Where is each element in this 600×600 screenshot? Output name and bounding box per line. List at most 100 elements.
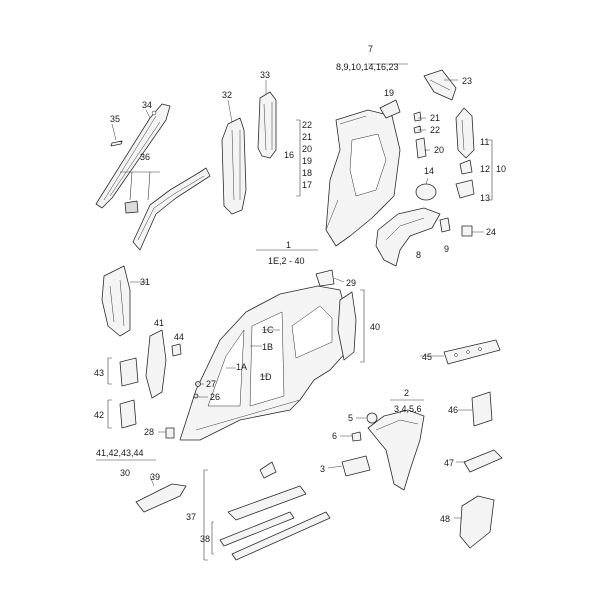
part-37-sill-assembly bbox=[227, 461, 307, 521]
label-20-right: 20 bbox=[434, 145, 444, 155]
label-22-right: 22 bbox=[430, 125, 440, 135]
label-34: 34 bbox=[142, 100, 152, 110]
label-26: 26 bbox=[210, 392, 220, 402]
part-45-rail bbox=[443, 339, 501, 365]
label-30: 30 bbox=[120, 468, 130, 478]
part-20-bracket bbox=[415, 137, 427, 159]
label-46: 46 bbox=[448, 405, 458, 415]
label-9: 9 bbox=[444, 244, 449, 254]
label-38: 38 bbox=[200, 534, 210, 544]
part-36-reinforcement bbox=[124, 167, 211, 251]
label-19-left: 19 bbox=[302, 156, 312, 166]
label-10: 10 bbox=[496, 164, 506, 174]
part-43-bracket bbox=[119, 357, 139, 387]
part-24-clip bbox=[461, 225, 473, 237]
part-26-nut bbox=[193, 393, 199, 399]
part-14-fuel-flap bbox=[415, 183, 437, 201]
label-1A: 1A bbox=[236, 362, 247, 372]
label-12: 12 bbox=[480, 164, 490, 174]
part-44-clip bbox=[171, 343, 182, 357]
label-44: 44 bbox=[174, 332, 184, 342]
label-1: 1 bbox=[286, 240, 291, 250]
part-8-wheel-housing-inner bbox=[375, 207, 441, 267]
label-6: 6 bbox=[332, 431, 337, 441]
label-19-top: 19 bbox=[384, 88, 394, 98]
label-47: 47 bbox=[444, 458, 454, 468]
label-8: 8 bbox=[416, 250, 421, 260]
label-2: 2 bbox=[404, 388, 409, 398]
part-3-bracket bbox=[341, 455, 371, 477]
label-28: 28 bbox=[144, 427, 154, 437]
part-48-bracket bbox=[459, 495, 495, 549]
part-41-pillar-lower bbox=[145, 329, 167, 399]
label-39: 39 bbox=[150, 472, 160, 482]
part-2-wheel-arch bbox=[367, 409, 425, 491]
part-47-rail bbox=[463, 449, 503, 473]
label-13: 13 bbox=[480, 193, 490, 203]
part-1-side-panel bbox=[179, 285, 349, 441]
label-30-sub: 41,42,43,44 bbox=[96, 448, 144, 458]
part-16-rear-inner-panel bbox=[325, 109, 401, 247]
part-29-bracket bbox=[315, 269, 335, 287]
label-7-sub: 8,9,10,14,16,23 bbox=[336, 62, 399, 72]
part-40-c-pillar-reinforcement bbox=[337, 291, 357, 361]
label-48: 48 bbox=[440, 514, 450, 524]
label-18: 18 bbox=[302, 168, 312, 178]
label-24: 24 bbox=[486, 227, 496, 237]
part-32-a-pillar bbox=[221, 117, 247, 215]
part-46-bracket bbox=[471, 391, 493, 427]
label-20-left: 20 bbox=[302, 144, 312, 154]
part-22-clip-b bbox=[413, 125, 422, 134]
label-45: 45 bbox=[422, 352, 432, 362]
part-9-bracket bbox=[439, 217, 451, 233]
part-labels: 7 8,9,10,14,16,23 23 35 34 32 33 36 19 2… bbox=[94, 44, 506, 544]
label-33: 33 bbox=[260, 70, 270, 80]
label-29: 29 bbox=[346, 278, 356, 288]
label-23: 23 bbox=[462, 76, 472, 86]
label-1C: 1C bbox=[262, 325, 274, 335]
label-21-right: 21 bbox=[430, 113, 440, 123]
part-21-clip-a bbox=[413, 111, 422, 122]
part-13-bracket bbox=[455, 179, 475, 199]
label-40: 40 bbox=[370, 322, 380, 332]
leader-lines bbox=[96, 63, 493, 561]
label-5: 5 bbox=[348, 413, 353, 423]
label-11: 11 bbox=[480, 137, 489, 147]
label-37: 37 bbox=[186, 512, 196, 522]
label-1-sub: 1E,2 - 40 bbox=[268, 256, 305, 266]
part-38-sill-trim bbox=[219, 511, 331, 561]
part-33-pillar-trim bbox=[257, 91, 277, 159]
part-5-grommet bbox=[366, 412, 378, 424]
part-35-clip bbox=[110, 140, 123, 147]
part-19-upper-bracket bbox=[379, 99, 401, 119]
part-6-clip bbox=[351, 431, 362, 442]
part-31-b-pillar-inner bbox=[101, 265, 131, 337]
label-32: 32 bbox=[222, 90, 232, 100]
label-17: 17 bbox=[302, 180, 312, 190]
label-3: 3 bbox=[320, 464, 325, 474]
label-43: 43 bbox=[94, 368, 104, 378]
part-34-roof-rail bbox=[95, 103, 171, 209]
label-31: 31 bbox=[140, 277, 150, 287]
label-1D: 1D bbox=[260, 372, 272, 382]
label-22-left: 22 bbox=[302, 120, 312, 130]
label-21-left: 21 bbox=[302, 132, 312, 142]
label-42: 42 bbox=[94, 410, 104, 420]
label-7: 7 bbox=[368, 44, 373, 54]
label-41: 41 bbox=[154, 318, 164, 328]
label-35: 35 bbox=[110, 114, 120, 124]
part-28-clip bbox=[165, 427, 175, 439]
part-11-tail-light-housing bbox=[455, 107, 475, 159]
part-23-tail-corner bbox=[423, 69, 457, 101]
label-1B: 1B bbox=[262, 342, 273, 352]
part-42-bracket bbox=[119, 399, 137, 429]
label-36: 36 bbox=[140, 152, 150, 162]
part-27-nut bbox=[195, 381, 201, 387]
part-39-sill-front bbox=[135, 483, 187, 513]
part-12-bracket bbox=[459, 159, 473, 175]
label-16: 16 bbox=[284, 150, 294, 160]
label-2-sub: 3,4,5,6 bbox=[394, 404, 422, 414]
label-14: 14 bbox=[424, 166, 434, 176]
label-27: 27 bbox=[206, 379, 216, 389]
